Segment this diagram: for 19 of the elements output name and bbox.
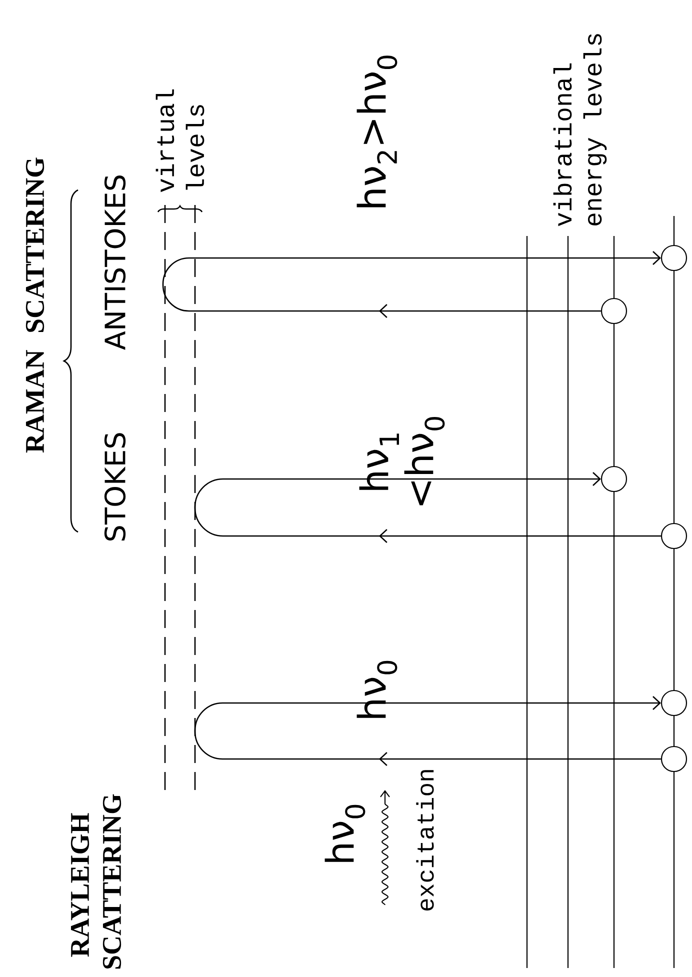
text-label: RAMAN SCATTERING <box>26 158 44 453</box>
state-circle <box>660 690 688 716</box>
text-label: hν$_{0}$ <box>324 804 366 862</box>
state-circle <box>600 466 628 492</box>
text-label: excitation <box>416 770 434 910</box>
text-label: ANTISTOKES <box>104 175 126 350</box>
scattering-arrow <box>194 472 661 543</box>
text-label: hν$_{1}$ <hν$_{0}$ <box>359 417 445 506</box>
scattering-arrow <box>162 251 661 318</box>
text-label: hν$_{2}$>hν$_{0}$ <box>356 56 398 208</box>
text-label: RAYLEIGH SCATTERING <box>70 794 122 969</box>
state-circle <box>600 298 628 324</box>
text-label: virtual levels <box>156 89 204 192</box>
state-circle <box>660 244 688 272</box>
text-label: vibrational energy levels <box>553 34 607 226</box>
state-circle <box>660 746 688 772</box>
text-label: STOKES <box>104 433 126 541</box>
state-circle <box>660 522 688 550</box>
scattering-arrow <box>194 696 661 766</box>
